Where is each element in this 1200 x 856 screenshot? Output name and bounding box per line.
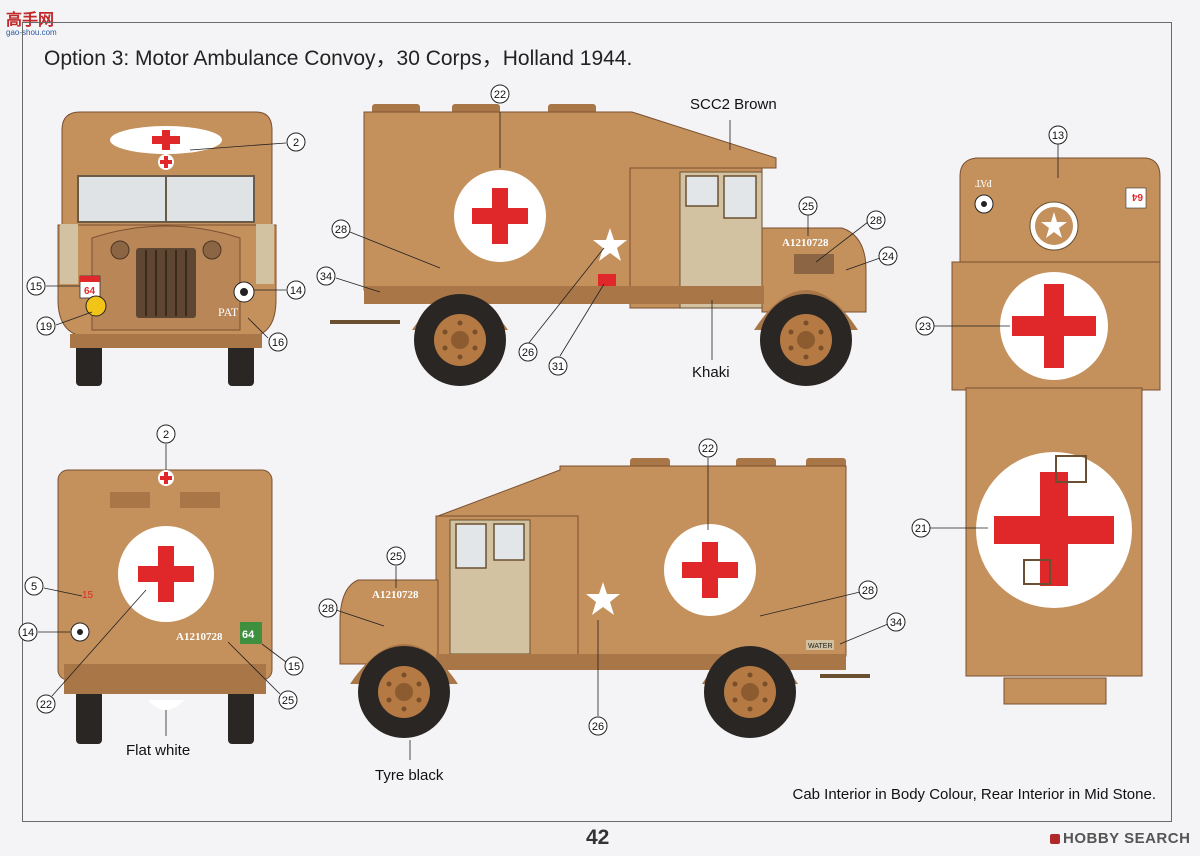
svg-text:34: 34 — [320, 271, 332, 283]
svg-text:64: 64 — [242, 629, 255, 641]
svg-text:22: 22 — [702, 443, 714, 455]
page-title: Option 3: Motor Ambulance Convoy，30 Corp… — [44, 47, 633, 70]
svg-text:24: 24 — [882, 251, 894, 263]
svg-text:2: 2 — [163, 429, 169, 441]
svg-text:WATER: WATER — [808, 643, 833, 650]
svg-text:21: 21 — [915, 523, 927, 535]
callout-front-2: 2 — [293, 137, 299, 149]
svg-text:25: 25 — [282, 695, 294, 707]
svg-text:15: 15 — [288, 661, 300, 673]
page-frame — [22, 22, 1172, 822]
front-pat: PAT — [218, 305, 239, 319]
svg-text:26: 26 — [592, 721, 604, 733]
rear-view: 15 A1210728 64 — [57, 469, 273, 744]
svg-text:26: 26 — [522, 347, 534, 359]
svg-text:64: 64 — [1131, 191, 1143, 202]
svg-text:31: 31 — [552, 361, 564, 373]
interior-colour-note: Cab Interior in Body Colour, Rear Interi… — [792, 786, 1156, 803]
svg-text:13: 13 — [1052, 130, 1064, 142]
svg-text:34: 34 — [890, 617, 902, 629]
bridge-disc — [85, 295, 107, 317]
svg-text:28: 28 — [862, 585, 874, 597]
callout-front-19: 19 — [40, 321, 52, 333]
side-view-right: A1210728 WATER — [330, 104, 867, 386]
side-registration: A1210728 — [782, 237, 829, 249]
svg-text:PAT: PAT — [975, 177, 992, 188]
svg-text:28: 28 — [322, 603, 334, 615]
svg-text:A1210728: A1210728 — [176, 631, 223, 643]
svg-text:14: 14 — [22, 627, 34, 639]
svg-text:28: 28 — [335, 224, 347, 236]
svg-text:A1210728: A1210728 — [372, 589, 419, 601]
label-scc2-brown: SCC2 Brown — [690, 96, 777, 113]
label-khaki: Khaki — [692, 364, 730, 381]
svg-text:25: 25 — [802, 201, 814, 213]
watermark-icon — [1050, 834, 1060, 844]
side-view-left: A1210728 WATER — [339, 458, 870, 738]
label-flat-white: Flat white — [126, 742, 191, 759]
svg-text:28: 28 — [870, 215, 882, 227]
callout-front-15: 15 — [30, 281, 42, 293]
svg-text:22: 22 — [494, 89, 506, 101]
svg-text:23: 23 — [919, 321, 931, 333]
callout-front-14: 14 — [290, 285, 302, 297]
front-unit-number: 64 — [84, 286, 96, 297]
svg-text:22: 22 — [40, 699, 52, 711]
front-view: 64 PAT — [57, 111, 277, 386]
callout-front-16: 16 — [272, 337, 284, 349]
svg-text:15: 15 — [82, 590, 94, 601]
page-number: 42 — [586, 826, 610, 849]
svg-text:25: 25 — [390, 551, 402, 563]
svg-text:5: 5 — [31, 581, 37, 593]
side-star — [593, 228, 627, 261]
label-tyre-black: Tyre black — [375, 767, 444, 784]
watermark: HOBBY SEARCH — [1050, 830, 1190, 847]
top-view: PAT 64 — [951, 157, 1161, 705]
